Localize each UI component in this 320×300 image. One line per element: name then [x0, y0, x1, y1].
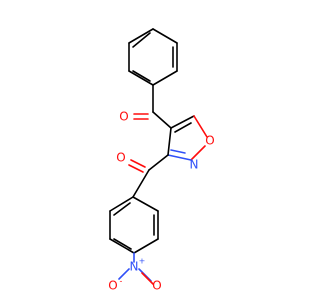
nitro-oxygen-left-label: O — [108, 279, 117, 293]
ring-nitrogen-label: N — [190, 158, 199, 172]
nitro-oxygen-left-charge: - — [120, 277, 123, 286]
ring-oxygen-label: O — [205, 134, 214, 148]
phenyl-ring-top — [128, 28, 178, 86]
molecule-structure: O O O N N + O - O — [108, 28, 215, 293]
carbonyl-oxygen-upper-label: O — [119, 110, 128, 124]
nitro-nitrogen-charge: + — [139, 257, 146, 266]
carbonyl-oxygen-lower-label: O — [116, 151, 125, 165]
lower-ketone-bonds — [128, 154, 169, 198]
nitro-nitrogen-label: N — [130, 260, 139, 274]
nitrophenyl-ring — [109, 196, 159, 254]
isoxazole-ring — [167, 115, 208, 161]
upper-ketone-bonds — [133, 84, 172, 129]
nitro-group-bonds — [118, 252, 154, 285]
nitro-oxygen-right-label: O — [152, 279, 161, 293]
